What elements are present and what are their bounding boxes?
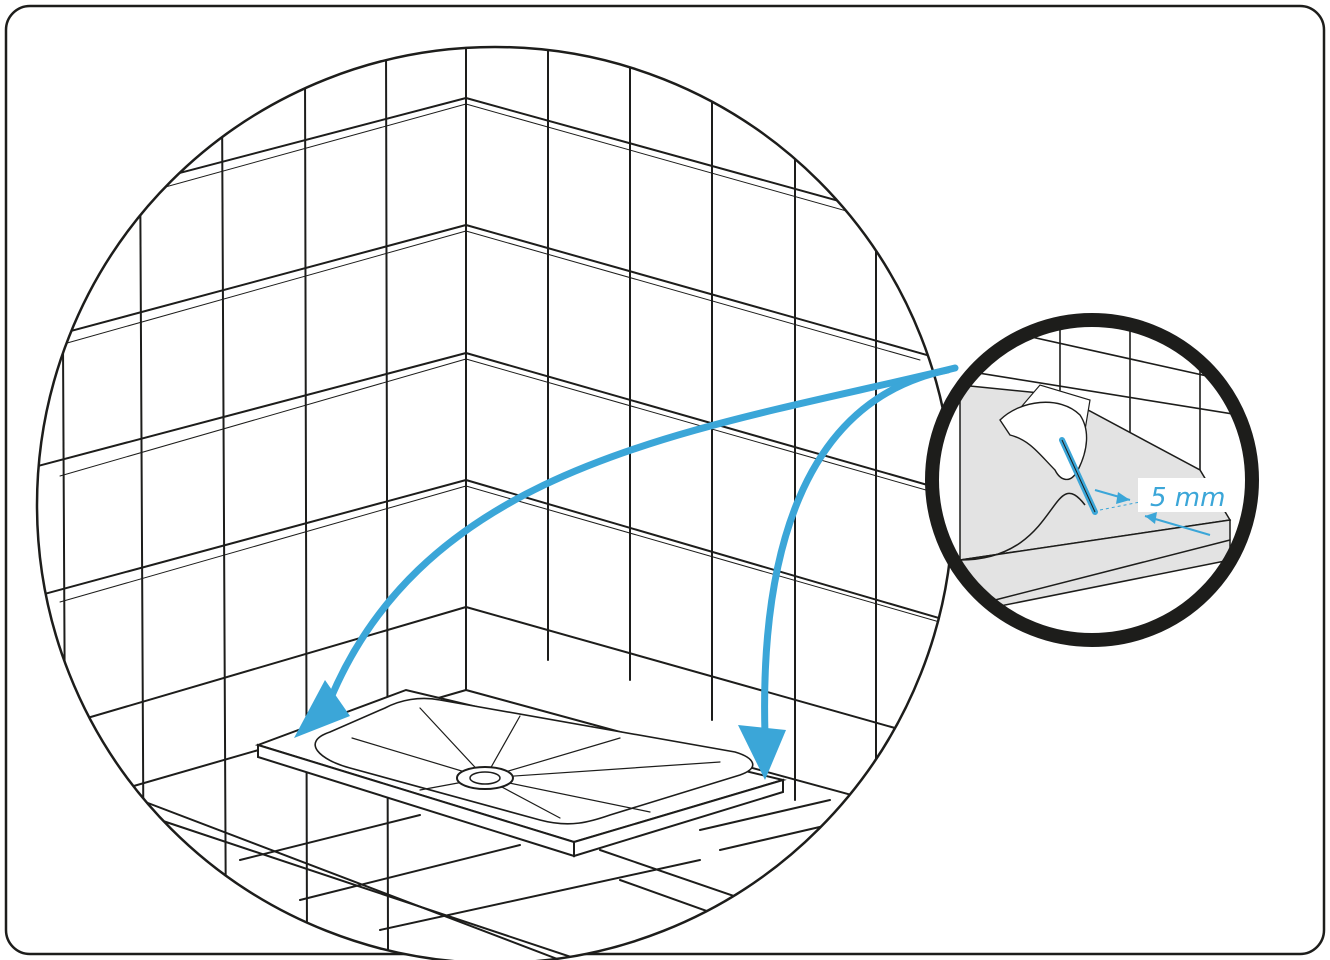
- measurement-label: 5 mm: [1150, 483, 1225, 513]
- measurement-box: [1138, 478, 1230, 512]
- inset-circle-border: [925, 313, 1259, 647]
- right-wall-tile-grid: [465, 47, 953, 821]
- arrow-head-left: [294, 680, 350, 738]
- tiled-walls: [37, 47, 953, 960]
- arrow-to-left-edge: [326, 364, 959, 704]
- arrow-to-right-edge: [761, 366, 952, 739]
- shower-tray: [254, 688, 787, 858]
- tray-drain-slopes: [351, 707, 721, 819]
- pointer-arrows: [294, 364, 959, 780]
- detail-inset: 5 mm: [925, 313, 1259, 647]
- arrow-head-right: [738, 725, 786, 780]
- bathroom-corner-scene: [35, 45, 955, 960]
